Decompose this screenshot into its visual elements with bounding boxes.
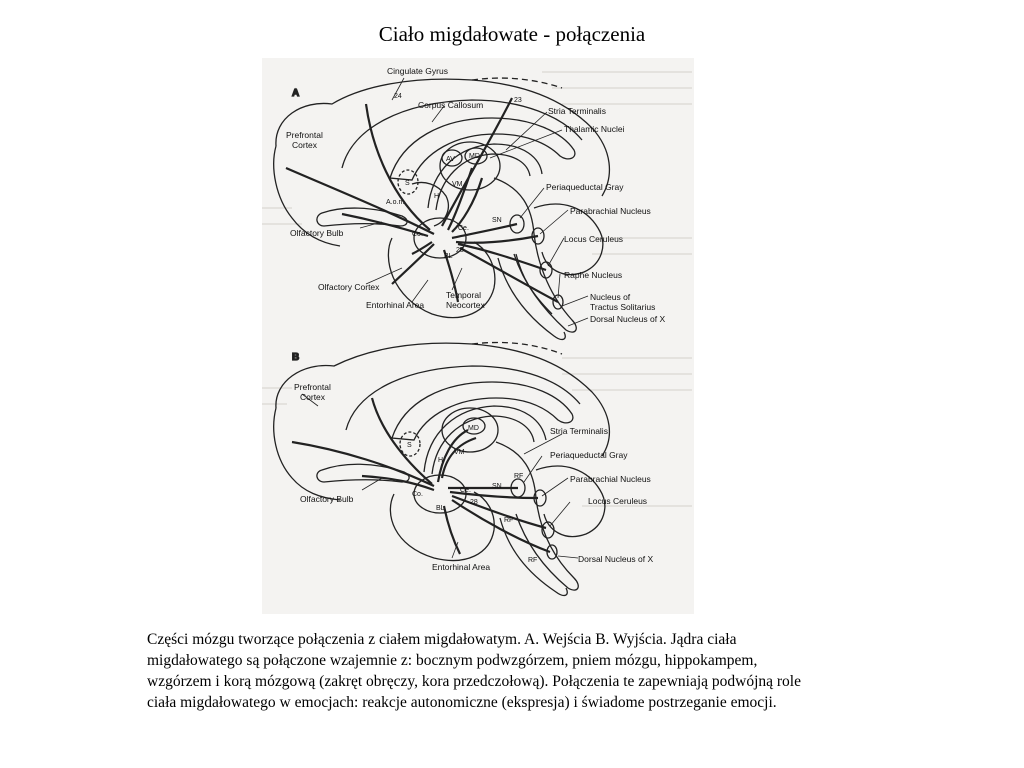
label-bl: BL — [444, 253, 453, 260]
panel-b-septum — [399, 431, 421, 457]
label-b-entorhinal-area: Entorhinal Area — [432, 562, 490, 572]
label-dorsal-nucleus-x: Dorsal Nucleus of X — [590, 314, 665, 324]
label-b-olfactory-bulb: Olfactory Bulb — [300, 494, 354, 504]
caption-line: ciała migdałowatego w emocjach: reakcje … — [147, 694, 777, 711]
label-area-28: 28 — [456, 247, 464, 254]
label-nucleus-tractus-1: Nucleus of — [590, 292, 631, 302]
panel-b-thalamus — [441, 407, 499, 453]
panel-b-letter: B — [292, 352, 299, 363]
label-parabrachial-nucleus: Parabrachial Nucleus — [570, 206, 651, 216]
label-b-ce: Ce. — [460, 487, 471, 494]
caption-line: migdałowatego są połączone wzajemnie z: … — [147, 652, 758, 669]
label-b-rf-2: RF — [504, 517, 513, 524]
label-av: AV — [446, 156, 455, 163]
panel-a-corpus-callosum — [389, 117, 576, 181]
label-co: Co. — [412, 231, 423, 238]
label-area-24: 24 — [394, 93, 402, 100]
label-prefrontal-cortex-2: Cortex — [292, 140, 318, 150]
label-b-sn: SN — [492, 483, 502, 490]
panel-a-olfactory-bulb — [316, 207, 408, 227]
caption-line: Części mózgu tworzące połączenia z ciałe… — [147, 631, 737, 648]
label-nucleus-tractus-2: Tractus Solitarius — [590, 302, 655, 312]
amygdala-connections-figure: A — [262, 58, 694, 614]
panel-b-brainstem — [495, 441, 579, 591]
label-raphe-nucleus: Raphe Nucleus — [564, 270, 622, 280]
panel-a-thalamus — [439, 141, 501, 191]
figure-caption: Części mózgu tworzące połączenia z ciałe… — [147, 629, 887, 713]
label-b-stria-terminalis: Stria Terminalis — [550, 426, 608, 436]
label-stria-terminalis: Stria Terminalis — [548, 106, 606, 116]
panel-a-amygdala — [413, 217, 467, 259]
label-b-rf-3: RF — [528, 557, 537, 564]
panel-a-cingulate-gyrus — [341, 99, 583, 169]
label-vm: VM — [452, 181, 463, 188]
label-b-hypothalamus-h: H — [438, 457, 443, 464]
label-sn: SN — [492, 217, 502, 224]
label-locus-ceruleus: Locus Ceruleus — [564, 234, 623, 244]
label-olfactory-cortex: Olfactory Cortex — [318, 282, 380, 292]
label-area-23: 23 — [514, 97, 522, 104]
panel-b-cortex-outline — [275, 342, 611, 457]
label-b-periaqueductal-gray: Periaqueductal Gray — [550, 450, 628, 460]
panel-b-temporal-lobe — [389, 491, 495, 562]
slide-title: Ciało migdałowate - połączenia — [378, 22, 646, 46]
label-temporal-neocortex-2: Neocortex — [446, 300, 485, 310]
label-md: MD — [469, 153, 480, 160]
label-b-dorsal-nucleus-x: Dorsal Nucleus of X — [578, 554, 653, 564]
label-b-prefrontal-cortex-2: Cortex — [300, 392, 326, 402]
label-b-md: MD — [468, 425, 479, 432]
label-hypothalamus-h: H — [434, 193, 439, 200]
label-corpus-callosum: Corpus Callosum — [418, 100, 483, 110]
label-entorhinal-area: Entorhinal Area — [366, 300, 424, 310]
panel-a: A — [273, 77, 611, 341]
panel-b: B — [273, 341, 611, 597]
label-temporal-neocortex-1: Temporal — [446, 290, 481, 300]
caption-line: wzgórzem i korą mózgową (zakręt obręczy,… — [147, 673, 801, 690]
panel-a-brainstem — [493, 177, 577, 333]
panel-a-cortex-outline — [275, 78, 611, 197]
panel-a-labels: Cingulate Gyrus 24 Corpus Callosum 23 Pr… — [286, 66, 665, 324]
label-b-prefrontal-cortex-1: Prefrontal — [294, 382, 331, 392]
label-thalamic-nuclei: Thalamic Nuclei — [564, 124, 625, 134]
label-cingulate-gyrus: Cingulate Gyrus — [387, 66, 448, 76]
label-olfactory-bulb: Olfactory Bulb — [290, 228, 344, 238]
label-b-parabrachial-nucleus: Parabrachial Nucleus — [570, 474, 651, 484]
label-periaqueductal-gray: Periaqueductal Gray — [546, 182, 624, 192]
panel-a-letter: A — [292, 88, 299, 99]
label-prefrontal-cortex-1: Prefrontal — [286, 130, 323, 140]
label-b-locus-ceruleus: Locus Ceruleus — [588, 496, 647, 506]
label-b-rf-1: RF — [514, 473, 523, 480]
label-b-vm: VM — [454, 449, 465, 456]
label-septum-s: S — [405, 180, 410, 187]
background-text-texture — [262, 71, 692, 507]
label-b-co: Co. — [412, 491, 423, 498]
label-aon: A.o.n. — [386, 199, 404, 206]
panel-b-labels: Prefrontal Cortex MD Stria Terminalis S … — [294, 382, 653, 572]
label-b-area-28: 28 — [470, 499, 478, 506]
panel-a-septum — [397, 169, 419, 195]
label-b-septum-s: S — [407, 442, 412, 449]
label-ce: Ce. — [458, 225, 469, 232]
label-b-bl: BL — [436, 505, 445, 512]
panel-b-corpus-callosum — [391, 381, 574, 441]
